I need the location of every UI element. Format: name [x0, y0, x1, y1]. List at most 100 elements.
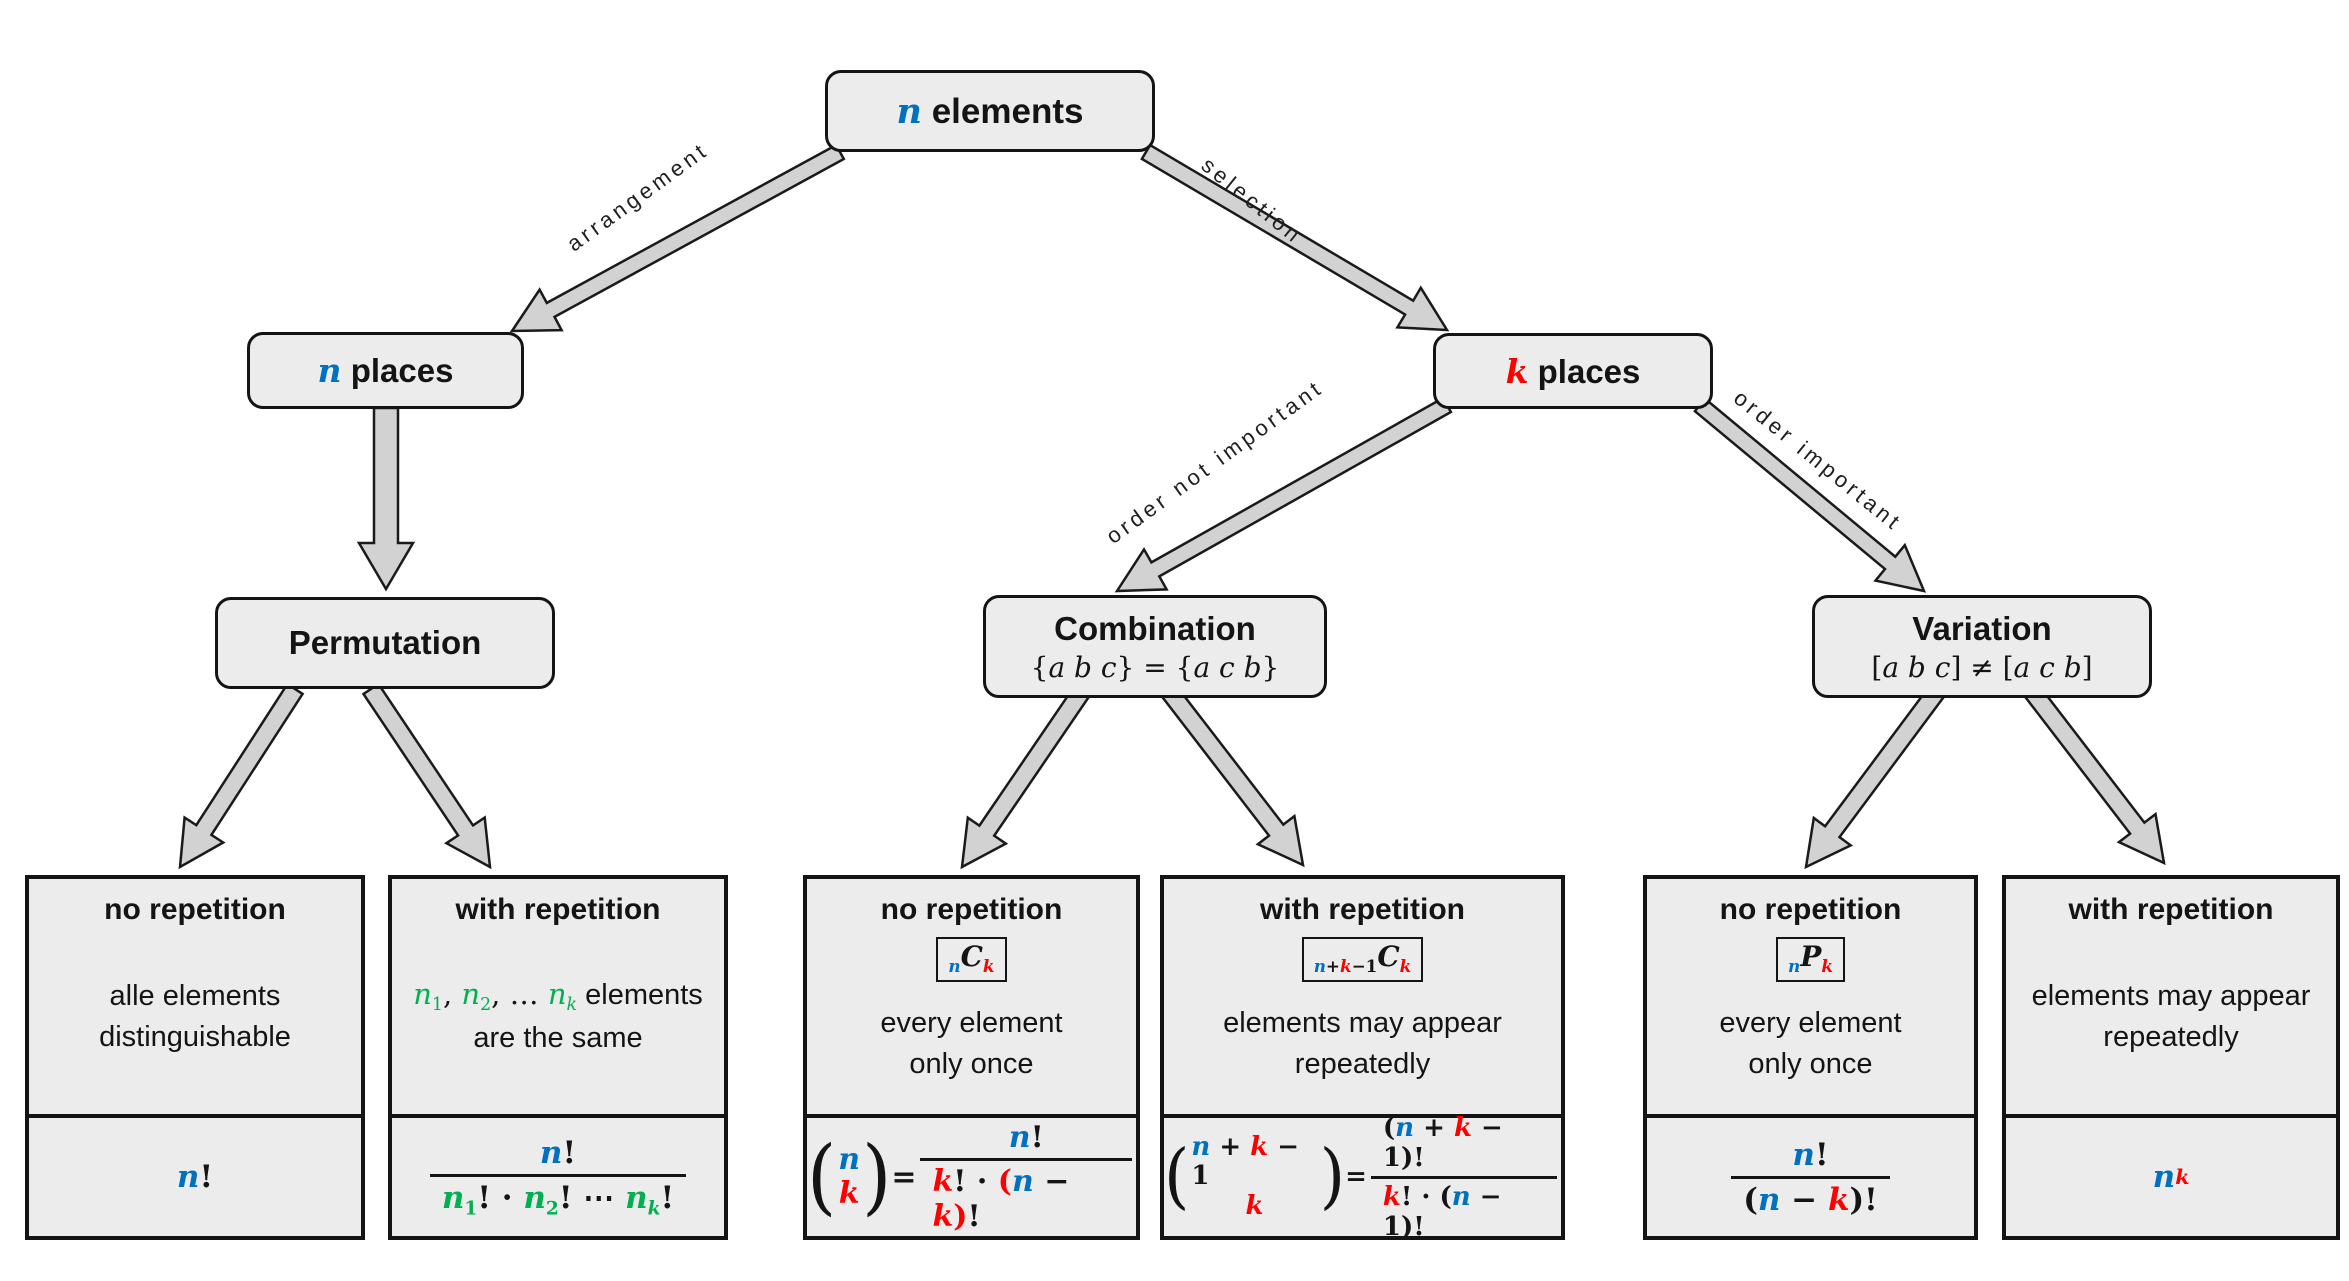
leaf-body-line: alle elements	[99, 976, 291, 1017]
math-token: n	[523, 1179, 546, 1216]
math-token: places	[1528, 352, 1641, 390]
leaf-body-line: only once	[1719, 1044, 1901, 1085]
fraction-numerator: (n + k − 1)!	[1371, 1113, 1557, 1176]
math-token: =	[891, 1159, 917, 1195]
flow-arrow-10	[2023, 683, 2166, 866]
math-token: repeatedly	[2103, 1020, 2239, 1053]
math-token: 1	[431, 995, 443, 1016]
fraction: (n + k − 1)!k! · (n − 1)!	[1370, 1113, 1557, 1242]
math-token: k	[566, 995, 578, 1016]
flow-arrow-1	[1140, 143, 1450, 332]
flow-arrow-3	[1114, 396, 1453, 593]
flow-arrow-9	[1804, 683, 1946, 870]
math-token: k	[1245, 1190, 1264, 1221]
binomial-bottom: k	[1245, 1190, 1264, 1221]
math-token: , …	[491, 977, 548, 1012]
math-token: n	[838, 1142, 861, 1178]
math-token: +	[1325, 955, 1340, 976]
node-n-places: n places	[247, 332, 524, 409]
math-token: k	[647, 1198, 661, 1220]
leaf-body-line: every element	[880, 1003, 1062, 1044]
node-combination: Combination {a b c} = {a c b}	[983, 595, 1327, 698]
flow-arrow-2	[356, 406, 416, 592]
leaf-header: with repetition	[1260, 893, 1465, 926]
math-token: !	[660, 1179, 675, 1216]
math-token: )!	[1400, 1142, 1425, 1173]
flow-arrow-5	[178, 682, 305, 870]
math-token: }	[1261, 650, 1280, 684]
fraction-numerator: n!	[997, 1120, 1056, 1158]
math-token: 2	[480, 995, 492, 1016]
leaf-body-line: n1, n2, … nk elements	[413, 974, 703, 1017]
math-token: n	[1008, 1120, 1031, 1155]
math-token: a c b	[1193, 650, 1262, 684]
math-token: only once	[909, 1047, 1034, 1080]
binomial-bottom: k	[839, 1177, 860, 1211]
math-token: (	[1382, 1112, 1396, 1143]
math-token: n	[896, 90, 922, 132]
math-token: n	[1757, 1181, 1781, 1218]
leaf-formula: n!(n − k)!	[1647, 1114, 1974, 1236]
math-token: [	[1871, 650, 1883, 684]
math-token: Permutation	[288, 624, 482, 661]
fraction-denominator: (n − k)!	[1731, 1175, 1890, 1218]
math-token: !	[1814, 1136, 1829, 1173]
math-token: repeatedly	[1294, 1047, 1431, 1080]
math-token: } = {	[1116, 650, 1194, 684]
math-token: 2	[545, 1198, 559, 1220]
math-token: −1	[1351, 955, 1378, 976]
node-subtitle: {a b c} = {a c b}	[1031, 651, 1280, 684]
math-token: P	[1800, 940, 1822, 973]
right-paren: )	[1319, 1134, 1346, 1218]
left-paren: (	[1164, 1134, 1190, 1218]
math-token: − 1	[1382, 1112, 1503, 1173]
math-token: ! ⋯	[558, 1179, 626, 1216]
math-token: =	[1345, 1162, 1367, 1192]
node-k-places: k places	[1433, 333, 1713, 409]
math-token: − 1	[1191, 1132, 1300, 1192]
fraction-numerator: n!	[1780, 1137, 1840, 1176]
math-token: C	[960, 940, 983, 973]
math-token: k	[1828, 1181, 1850, 1218]
math-token: places	[341, 352, 454, 389]
math-token: n	[413, 977, 432, 1012]
math-token: )!	[1849, 1181, 1878, 1218]
math-token: elements may appear	[1223, 1007, 1502, 1040]
leaf-body-line: repeatedly	[2032, 1017, 2311, 1058]
binomial-top: n	[838, 1143, 860, 1177]
math-token: ] ≠ [	[1950, 650, 2014, 684]
math-token: k	[1453, 1112, 1472, 1143]
math-token: are the same	[473, 1021, 643, 1054]
flow-arrow-7	[960, 684, 1092, 870]
node-title: n places	[318, 351, 454, 390]
math-token: n	[1395, 1112, 1415, 1143]
math-token: k	[838, 1176, 860, 1211]
math-token: −	[1780, 1181, 1828, 1218]
math-token: elements	[577, 979, 703, 1012]
leaf-body-line: only once	[880, 1044, 1062, 1085]
math-token: a b c	[1882, 650, 1951, 684]
math-token: elements	[921, 91, 1084, 131]
leaf-body-line: elements may appear	[1223, 1003, 1502, 1044]
leaf-header: no repetition	[104, 893, 286, 926]
node-subtitle: [a b c] ≠ [a c b]	[1871, 651, 2092, 684]
math-token: ! ·	[477, 1179, 524, 1216]
math-token: k	[1505, 351, 1529, 391]
math-token: − 1)!	[1382, 1181, 1502, 1242]
flow-arrow-6	[361, 682, 492, 870]
math-token: n	[441, 1179, 465, 1216]
math-token: (	[1743, 1181, 1758, 1218]
node-variation: Variation [a b c] ≠ [a c b]	[1812, 595, 2152, 698]
